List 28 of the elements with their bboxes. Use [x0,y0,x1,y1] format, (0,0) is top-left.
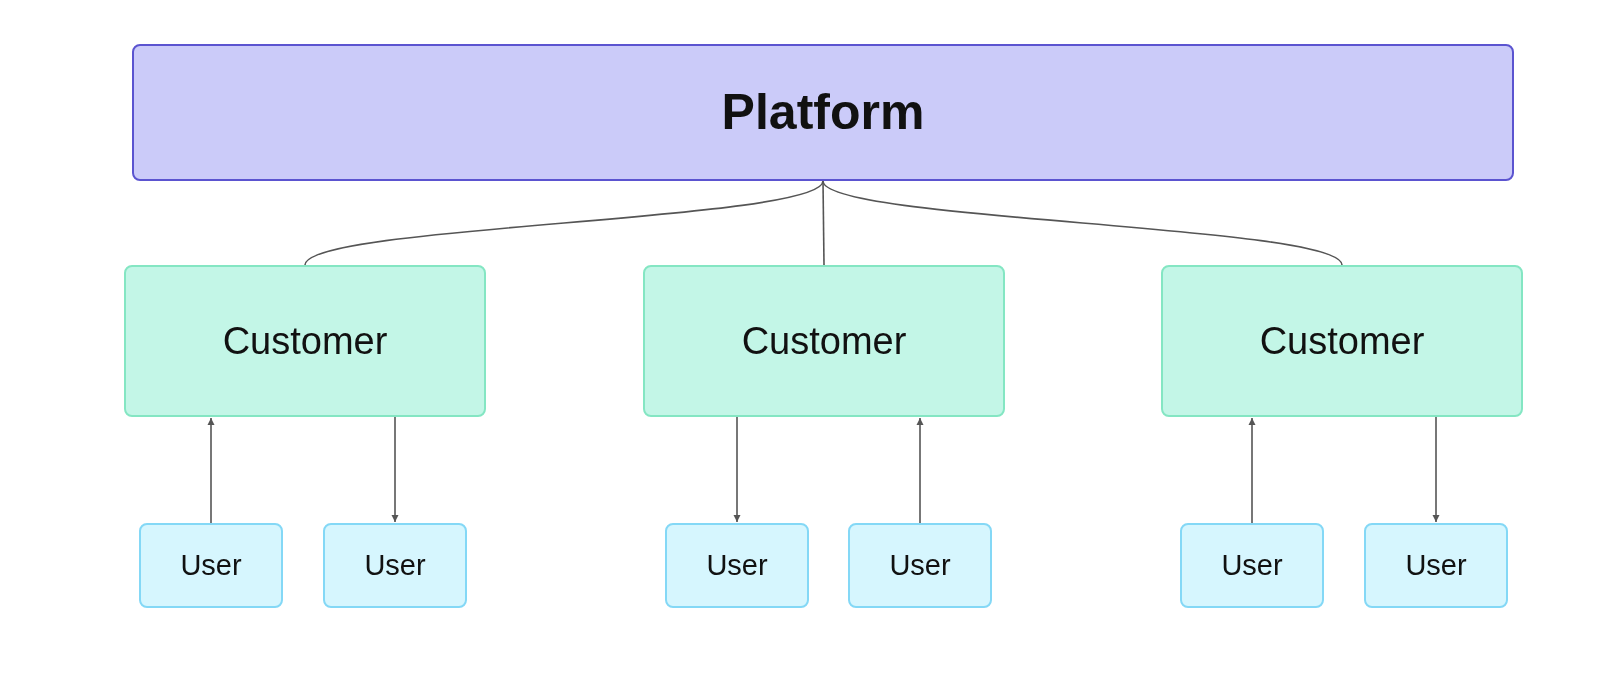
arrow [1248,417,1256,524]
box-label: User [706,547,768,583]
customer-box [124,265,486,417]
connector-line [304,180,824,266]
user-box [1180,523,1324,608]
box-label: User [364,547,426,583]
box-label: User [180,547,242,583]
box-label: User [889,547,951,583]
user-box [139,523,283,608]
box-label: Platform [721,83,925,142]
user-box [848,523,992,608]
platform-box [132,44,1514,181]
box-label: Customer [741,318,907,364]
arrow [391,416,399,523]
arrow [207,417,215,524]
user-box [665,523,809,608]
arrow [1432,416,1440,523]
customer-box [643,265,1005,417]
arrow [733,416,741,523]
box-label: Customer [222,318,388,364]
connector-line [822,180,1343,266]
box-label: Customer [1259,318,1425,364]
arrow [916,417,924,524]
user-box [323,523,467,608]
user-box [1364,523,1508,608]
box-label: User [1405,547,1467,583]
customer-box [1161,265,1523,417]
box-label: User [1221,547,1283,583]
